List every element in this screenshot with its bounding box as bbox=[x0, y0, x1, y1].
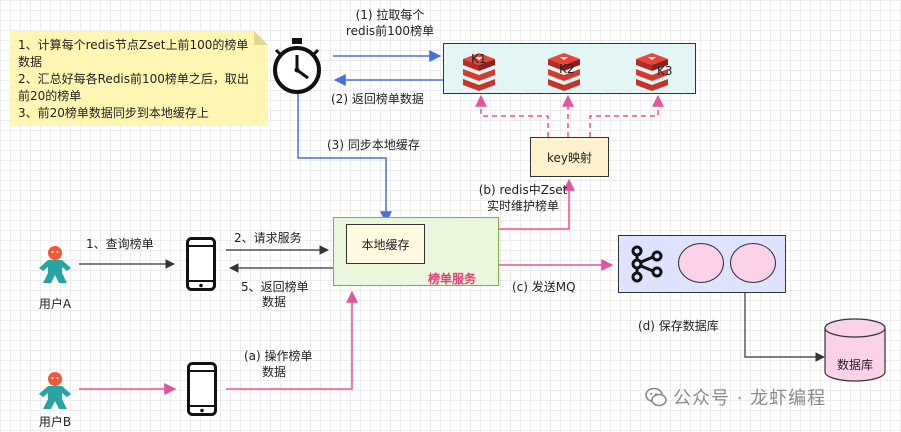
user-b-icon bbox=[39, 372, 71, 409]
edge-label-return-2: 数据 bbox=[262, 295, 287, 309]
kafka-icon bbox=[631, 245, 663, 283]
local-cache-node: 本地缓存 bbox=[346, 224, 425, 264]
edge-label-return-1: 5、返回榜单 bbox=[241, 280, 309, 294]
database-label: 数据库 bbox=[836, 358, 873, 372]
edge-label-zset-1: (b) redis中Zset bbox=[478, 183, 568, 197]
stopwatch-icon bbox=[273, 38, 321, 94]
key-map-node: key映射 bbox=[530, 137, 609, 177]
user-a-icon bbox=[39, 246, 71, 283]
mq-queue-2 bbox=[730, 243, 776, 283]
edge-label-send-mq: (c) 发送MQ bbox=[512, 280, 576, 294]
note-card: 1、计算每个redis节点Zset上前100的榜单数据 2、汇总好每各Redis… bbox=[10, 31, 268, 126]
edge-operate-rank bbox=[226, 290, 358, 390]
note-line-3: 3、前20榜单数据同步到本地缓存上 bbox=[18, 106, 209, 120]
database-icon bbox=[824, 318, 886, 382]
edge-label-fetch-2: redis前100榜单 bbox=[345, 24, 435, 38]
edge-label-return-data: (2) 返回榜单数据 bbox=[331, 92, 424, 106]
edge-label-zset-2: 实时维护榜单 bbox=[486, 199, 559, 213]
edge-save-db bbox=[744, 293, 825, 362]
phone-icon bbox=[187, 362, 217, 416]
mq-queue-1 bbox=[678, 243, 724, 283]
edge-label-request: 2、请求服务 bbox=[234, 231, 302, 245]
rank-service-label: 榜单服务 bbox=[428, 272, 477, 286]
watermark-text: 公众号 · 龙虾编程 bbox=[673, 388, 827, 409]
watermark: 公众号 · 龙虾编程 bbox=[645, 384, 826, 410]
redis-icon bbox=[548, 53, 580, 91]
phone-icon bbox=[186, 237, 216, 291]
edge-sync-cache bbox=[297, 94, 392, 224]
redis-key-k3: K3 bbox=[657, 64, 673, 78]
redis-icon bbox=[636, 53, 668, 91]
user-b-label: 用户B bbox=[38, 415, 72, 429]
edge-label-save-db: (d) 保存数据库 bbox=[638, 319, 719, 333]
edge-label-fetch-1: (1) 拉取每个 bbox=[355, 8, 425, 22]
note-line-1: 1、计算每个redis节点Zset上前100的榜单数据 bbox=[18, 38, 249, 69]
redis-key-k1: K1 bbox=[471, 52, 487, 66]
redis-icon bbox=[463, 53, 495, 91]
edge-label-operate-1: (a) 操作榜单 bbox=[244, 349, 313, 363]
user-a-label: 用户A bbox=[38, 297, 72, 311]
edge-zset-maintain bbox=[499, 178, 575, 230]
edge-label-sync-cache: (3) 同步本地缓存 bbox=[327, 138, 420, 152]
edge-keymap-dashed bbox=[475, 94, 664, 137]
wechat-icon bbox=[645, 387, 667, 407]
note-line-2: 2、汇总好每各Redis前100榜单之后，取出前20的榜单 bbox=[18, 72, 249, 103]
edge-label-query: 1、查询榜单 bbox=[86, 237, 154, 251]
edge-label-operate-2: 数据 bbox=[262, 365, 287, 379]
redis-key-k2: K2 bbox=[559, 62, 575, 76]
